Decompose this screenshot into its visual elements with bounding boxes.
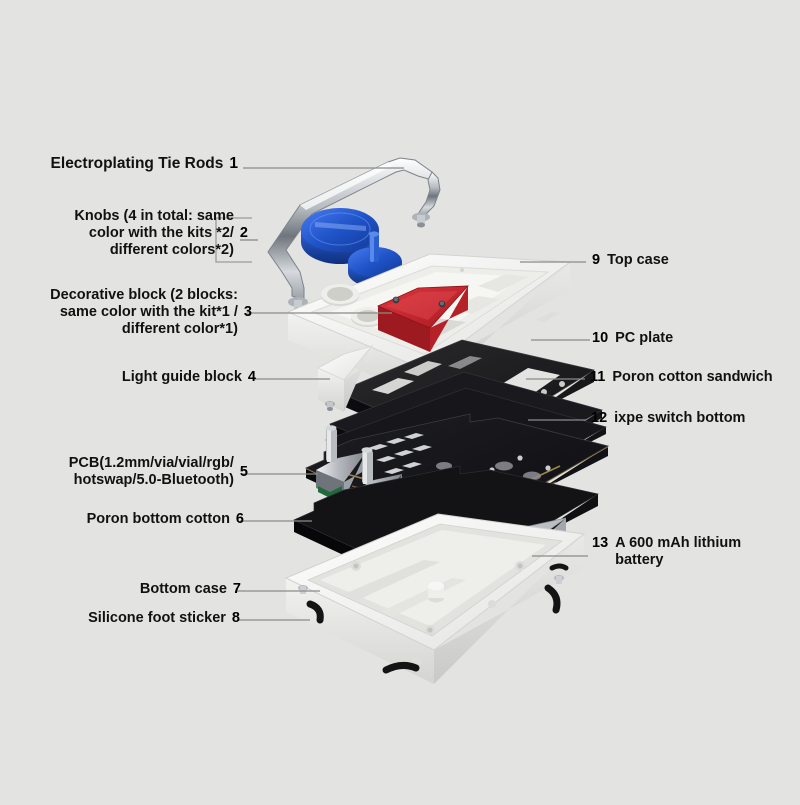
callout-4: Light guide block 4 <box>6 369 256 386</box>
callout-13-label: A 600 mAh lithium battery <box>615 535 742 569</box>
tie-rod-foot-right <box>412 212 430 228</box>
part-bottom-case <box>284 513 586 684</box>
callout-1: Electroplating Tie Rods 1 <box>0 155 238 173</box>
pcb-encoder-1 <box>316 425 366 500</box>
callout-3: Decorative block (2 blocks: same color w… <box>0 287 252 338</box>
callout-1-number: 1 <box>229 155 238 172</box>
callout-6: Poron bottom cotton 6 <box>0 511 244 528</box>
bottom-case-standoffs <box>351 561 525 635</box>
callout-2: Knobs (4 in total: same color with the k… <box>0 208 248 259</box>
callout-8-number: 8 <box>231 610 240 626</box>
callout-12-label: ixpe switch bottom <box>614 410 746 426</box>
callout-11-label: Poron cotton sandwich <box>612 369 773 385</box>
bottom-case-clips <box>298 575 564 594</box>
callout-5: PCB(1.2mm/via/vial/rgb/ hotswap/5.0-Blue… <box>0 455 248 489</box>
callout-12-number: 12 <box>591 410 608 426</box>
part-tie-rod <box>267 157 441 313</box>
callout-11-number: 11 <box>590 369 606 385</box>
callout-2-label: Knobs (4 in total: same color with the k… <box>74 208 234 259</box>
callout-3-number-real: 3 <box>243 304 252 321</box>
part-silicone-foot-stickers <box>306 563 569 674</box>
callout-5-label: PCB(1.2mm/via/vial/rgb/ hotswap/5.0-Blue… <box>68 455 234 489</box>
callout-10-label: PC plate <box>615 330 674 346</box>
callout-4-label: Light guide block <box>121 369 242 385</box>
callout-10-number: 10 <box>592 330 609 346</box>
callout-10: 10 PC plate <box>592 330 797 347</box>
callout-8: Silicone foot sticker 8 <box>0 610 240 627</box>
callout-7: Bottom case 7 <box>0 581 241 598</box>
foot-sticker-bottom <box>382 661 420 674</box>
callout-2-number: 2 <box>239 225 248 242</box>
part-decorative-block <box>377 285 469 352</box>
foot-sticker-left <box>306 600 324 624</box>
callout-9-label: Top case <box>607 252 669 268</box>
callout-7-label: Bottom case <box>139 581 227 597</box>
callout-12: 12 ixpe switch bottom <box>591 410 800 427</box>
foot-sticker-top-right <box>549 563 569 571</box>
callout-7-number: 7 <box>232 581 241 597</box>
part-knob-lower <box>348 231 402 287</box>
callout-6-number: 6 <box>235 511 244 527</box>
callout-13: 13 A 600 mAh lithium battery <box>592 535 797 569</box>
callout-9-number: 9 <box>592 252 601 268</box>
pcb-smd-components <box>368 433 432 474</box>
callout-6-label: Poron bottom cotton <box>86 511 230 527</box>
callout-1-label: Electroplating Tie Rods <box>50 155 224 172</box>
callout-8-label: Silicone foot sticker <box>88 610 226 626</box>
callout-3-label: Decorative block (2 blocks: same color w… <box>50 287 238 338</box>
callout-11: 11 Poron cotton sandwich <box>590 369 800 386</box>
callout-13-number: 13 <box>592 535 609 551</box>
callout-9: 9 Top case <box>592 252 797 269</box>
foot-sticker-right <box>544 584 561 614</box>
part-knob-upper <box>301 208 379 264</box>
callout-5-number: 5 <box>239 463 248 480</box>
callout-4-number: 4 <box>247 369 256 385</box>
